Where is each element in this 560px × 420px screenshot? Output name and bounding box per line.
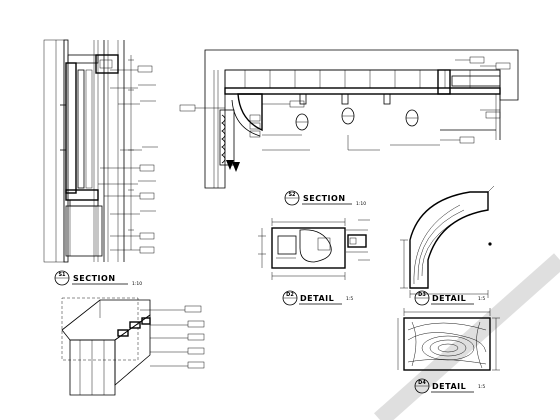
d2-title: DETAIL: [300, 294, 334, 303]
d4-title: DETAIL: [432, 382, 466, 391]
d3-number: D3: [418, 292, 426, 298]
s2-scale: 1:10: [356, 201, 366, 207]
d2-scale: 1:5: [346, 296, 353, 302]
title-block-s2: S2 SECTION 1:10: [284, 190, 366, 207]
section-s2-drawing: [179, 49, 519, 189]
detail-d3-drawing: [400, 185, 495, 298]
s1-title: SECTION: [73, 274, 116, 283]
detail-d2-drawing: [258, 218, 370, 280]
s2-title: SECTION: [303, 194, 346, 203]
title-block-d4: D4 DETAIL 1:5: [414, 378, 485, 394]
title-block-d3: D3 DETAIL 1:5: [414, 290, 485, 306]
s2-number: S2: [288, 192, 296, 198]
title-block-s1: S1 SECTION 1:10: [54, 270, 142, 287]
section-s1-drawing: [43, 39, 158, 263]
watermark: [374, 253, 560, 420]
d3-title: DETAIL: [432, 294, 466, 303]
s1-scale: 1:10: [132, 281, 142, 287]
d4-number: D4: [418, 380, 426, 386]
d3-scale: 1:5: [478, 296, 485, 302]
iso-detail-drawing: [61, 297, 205, 396]
d2-number: D2: [286, 292, 294, 298]
title-block-d2: D2 DETAIL 1:5: [282, 290, 353, 306]
detail-d4-drawing: [397, 308, 500, 371]
s1-number: S1: [58, 272, 66, 278]
d4-scale: 1:5: [478, 384, 485, 390]
